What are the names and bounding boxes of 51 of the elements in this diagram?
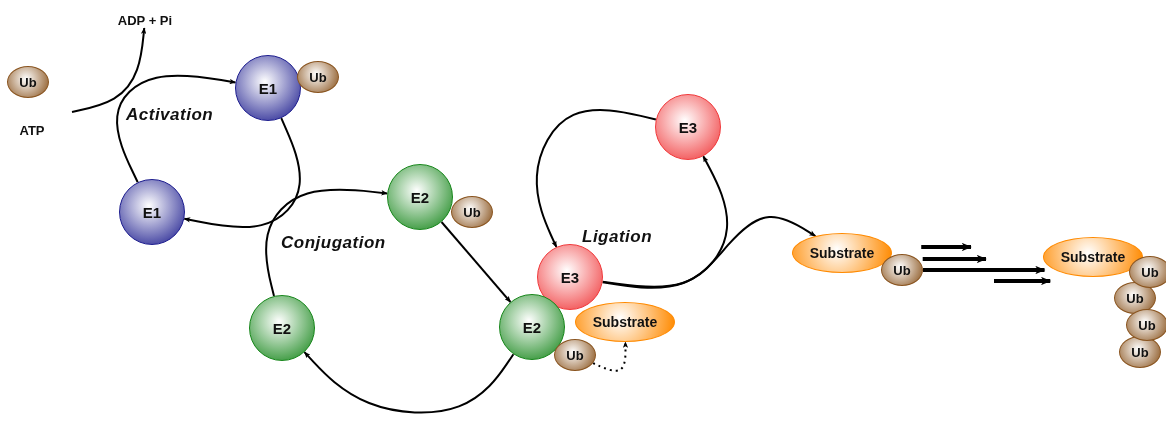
arrow [994,276,1052,286]
arrow [535,109,657,248]
reaction-label: ADP + Pi [117,13,173,27]
node-label: Substrate [809,246,875,260]
arrow [303,351,515,414]
arrow [601,216,817,288]
ubiquitin-ellipse [554,339,596,371]
substrate-ellipse [1043,237,1143,277]
node-label: Ub [1138,318,1156,332]
node-label: E3 [678,119,698,135]
arrow [265,188,389,297]
ubiquitin-ellipse [1126,309,1166,341]
node-label: Substrate [1060,250,1126,264]
ubiquitin-ellipse [297,61,339,93]
node-label: Ub [1126,291,1144,305]
node-label: Substrate [592,315,658,329]
ubiquitin-ellipse [451,196,493,228]
node-label: E1 [258,80,278,96]
node-label: Ub [19,75,37,89]
arrow [183,117,301,229]
node-label: E3 [560,269,580,285]
node-label: Ub [1141,265,1159,279]
arrow [592,341,629,372]
node-label: E2 [272,320,292,336]
ubiquitin-ellipse [881,254,923,286]
node-label: Ub [463,205,481,219]
arrow [922,254,987,264]
stage-label: Ligation [582,227,653,247]
node-label: E2 [410,189,430,205]
ubiquitin-ellipse [1129,256,1166,288]
stage-label: Activation [126,105,214,125]
arrow [71,27,147,113]
enzyme-sphere [537,244,603,310]
arrow [923,265,1046,275]
substrate-ellipse [575,302,675,342]
node-label: Ub [893,263,911,277]
arrow [440,221,512,303]
ubiquitin-ellipse [7,66,49,98]
ubiquitin-ellipse [1119,336,1161,368]
arrow [921,242,972,252]
ubiquitin-ellipse [1114,282,1156,314]
arrow [116,74,237,184]
node-label: Ub [566,348,584,362]
node-label: Ub [1131,345,1149,359]
node-label: E1 [142,204,162,220]
stage-label: Conjugation [281,233,386,253]
substrate-ellipse [792,233,892,273]
node-label: E2 [522,319,542,335]
reaction-label: ATP [19,123,45,137]
node-label: Ub [309,70,327,84]
enzyme-sphere [499,294,565,360]
